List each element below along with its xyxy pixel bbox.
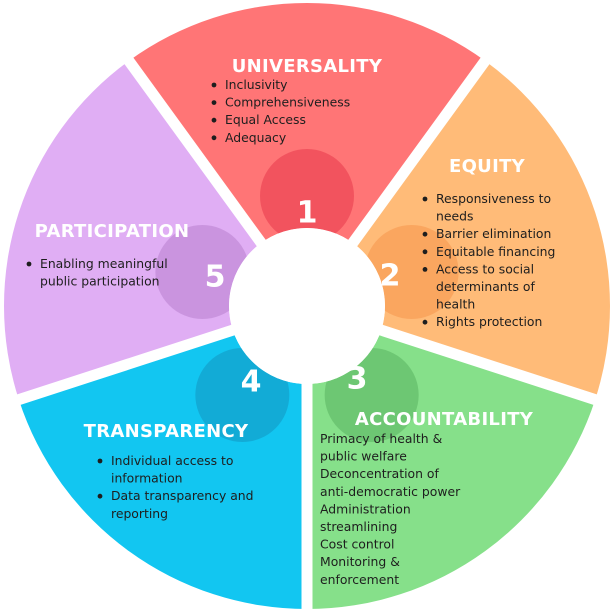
list-item-text: public participation [40,274,160,289]
list-item-text: Monitoring & [320,554,400,569]
list-item-text: Comprehensiveness [225,95,350,110]
list-item-text: information [111,471,183,486]
list-item-text: Cost control [320,537,394,552]
participation-number-bubble [155,225,250,320]
participation-bullet-list: Enabling meaningful public participation [26,256,168,289]
list-item: Access to social determinants of health [422,261,535,312]
list-item: Rights protection [422,314,542,329]
list-item: Equitable financing [422,244,555,259]
list-item-text: Rights protection [436,314,542,329]
list-item-text: Primacy of health & [320,431,443,446]
bullet-dot [26,261,32,267]
list-item-text: Access to social [436,261,534,276]
segment-divider [122,54,267,248]
accountability-title: ACCOUNTABILITY [355,409,534,430]
list-item-text: needs [436,209,473,224]
list-item-text: reporting [111,506,168,521]
list-item: Adequacy [211,130,286,145]
universality-number-bubble [260,149,354,243]
list-item: Equal Access [211,112,306,127]
list-item-text: Adequacy [225,130,286,145]
list-item-text: health [436,297,475,312]
list-item-text: Administration [320,501,411,516]
center-hole [229,228,385,384]
bullet-dot [97,493,103,499]
segment-participation: 5 PARTICIPATION Enabling meaningful public … [3,60,262,400]
list-item-text: Inclusivity [225,77,287,92]
list-item: Cost control [306,537,394,552]
list-item-text: Deconcentration of [320,466,439,481]
bullet-dot [422,231,428,237]
list-item: Primacy of health & public welfare [306,431,443,464]
accountability-bullet-list: Primacy of health & public welfareDeconce… [306,431,461,587]
bullet-dot [422,319,428,325]
bullet-dot [97,458,103,464]
bullet-dot [422,267,428,272]
list-item-text: Equitable financing [436,244,555,259]
equity-number: 2 [380,259,401,294]
list-item: Monitoring & enforcement [306,554,400,587]
list-item-text: streamlining [320,519,397,534]
bullet-dot [211,100,217,105]
list-item-text: Barrier elimination [436,226,551,241]
list-item-text: Equal Access [225,112,306,127]
list-item: Inclusivity [211,77,287,92]
list-item: Enabling meaningful public participation [26,256,168,289]
accountability-number: 3 [347,362,368,397]
segment-divider [13,324,237,407]
list-item-text: public welfare [320,449,407,464]
transparency-number: 4 [241,365,262,400]
bullet-dot [211,135,217,141]
list-item: Administration streamlining [306,501,411,534]
list-item-text: Data transparency and [111,488,254,503]
list-item-text: determinants of [436,279,535,294]
transparency-title: TRANSPARENCY [84,421,249,442]
segment-divider [377,324,601,407]
list-item-text: enforcement [320,572,399,587]
list-item-text: Responsiveness to [436,191,551,206]
universality-number: 1 [297,196,318,231]
list-item-text: Individual access to [111,453,233,468]
bullet-dot [211,82,217,88]
list-item-text: anti-democratic power [320,484,461,499]
participation-title: PARTICIPATION [35,221,190,242]
participation-number: 5 [205,260,226,295]
universality-title: UNIVERSALITY [232,56,383,77]
equity-title: EQUITY [449,156,526,177]
list-item: Comprehensiveness [211,95,350,110]
list-item: Individual access to information [97,453,233,486]
list-item: Responsiveness to needs [422,191,551,224]
bullet-dot [422,249,428,255]
equity-number-bubble [364,225,459,320]
bullet-dot [422,196,428,202]
list-item: Data transparency and reporting [97,488,254,521]
bullet-dot [211,117,217,123]
list-item-text: Enabling meaningful [40,256,168,271]
segment-divider [347,54,492,248]
list-item: Barrier elimination [422,226,551,241]
